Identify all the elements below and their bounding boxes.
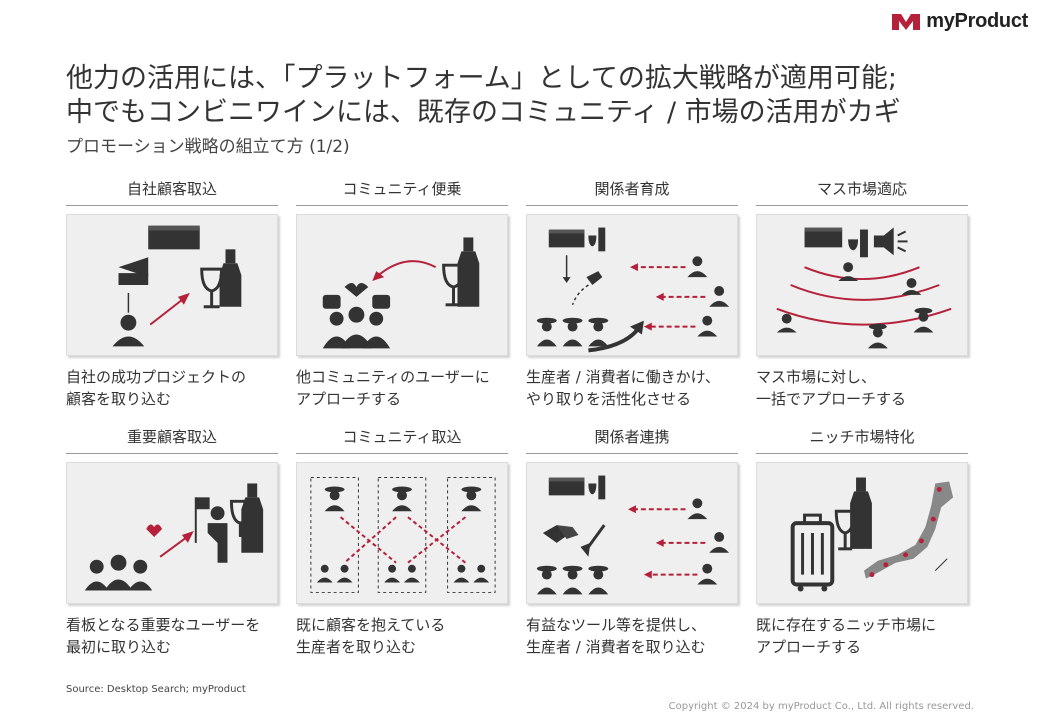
cell-heading: コミュニティ取込 <box>342 428 462 446</box>
divider <box>66 453 278 454</box>
cell-description: 有益なツール等を提供し、 生産者 / 消費者を取り込む <box>526 616 707 656</box>
logo-mark-icon <box>892 13 921 30</box>
cell-heading: 関係者育成 <box>594 180 670 198</box>
cell-heading: 重要顧客取込 <box>126 428 217 446</box>
strategy-cell: 関係者育成 生産者 / 消費者に働きかけ、 やり取りを <box>526 178 738 410</box>
title-line-2: 中でもコンビニワインには、既存のコミュニティ / 市場の活用がカギ <box>66 97 901 128</box>
cell-description: 既に顧客を抱えている 生産者を取り込む <box>296 616 446 656</box>
cell-heading: ニッチ市場特化 <box>809 428 915 446</box>
cell-heading: 関係者連携 <box>594 428 670 446</box>
page-subtitle: プロモーション戦略の組立て方 (1/2) <box>66 137 350 157</box>
source-note: Source: Desktop Search; myProduct <box>66 684 246 695</box>
divider <box>526 453 738 454</box>
strategy-cell: マス市場適応 マス市場に対し、 一括でアプローチする <box>756 178 968 410</box>
divider <box>66 205 278 206</box>
strategy-cell: 自社顧客取込 自社の成功プロジェクトの 顧客を取り込む <box>66 178 278 410</box>
cell-description: 自社の成功プロジェクトの 顧客を取り込む <box>66 368 247 408</box>
cell-heading: コミュニティ便乗 <box>342 180 462 198</box>
own-customers-illustration-icon <box>66 214 278 356</box>
copyright-notice: Copyright © 2024 by myProduct Co., Ltd. … <box>668 701 974 712</box>
community-capture-illustration-icon <box>296 462 508 604</box>
community-piggyback-illustration-icon <box>296 214 508 356</box>
strategy-cell: コミュニティ取込 既に顧客を抱えている 生産者を取り込む <box>296 426 508 658</box>
strategy-cell: コミュニティ便乗 他コミュニティのユーザーに アプローチする <box>296 178 508 410</box>
cell-heading: マス市場適応 <box>816 180 907 198</box>
strategy-cell: 関係者連携 有益なツール等を提供し、 生産者 / 消費者を取り込む <box>526 426 738 658</box>
divider <box>756 205 968 206</box>
cell-description: 他コミュニティのユーザーに アプローチする <box>296 368 490 408</box>
mass-market-illustration-icon <box>756 214 968 356</box>
brand-logo: myProduct <box>892 10 1028 33</box>
divider <box>756 453 968 454</box>
title-line-1: 他力の活用には、「プラットフォーム」としての拡大戦略が適用可能; <box>66 63 897 94</box>
cell-description: 既に存在するニッチ市場に アプローチする <box>756 616 937 656</box>
niche-market-illustration-icon <box>756 462 968 604</box>
strategy-cell: 重要顧客取込 看板となる重要なユーザーを 最初に取り込む <box>66 426 278 658</box>
cell-heading: 自社顧客取込 <box>126 180 217 198</box>
stakeholder-nurture-illustration-icon <box>526 214 738 356</box>
brand-name: myProduct <box>926 10 1028 32</box>
stakeholder-link-illustration-icon <box>526 462 738 604</box>
cell-description: マス市場に対し、 一括でアプローチする <box>756 368 907 408</box>
divider <box>296 205 508 206</box>
strategy-cell: ニッチ市場特化 既に存在するニッチ市場に アプローチする <box>756 426 968 658</box>
cell-description: 看板となる重要なユーザーを 最初に取り込む <box>66 616 261 656</box>
cell-description: 生産者 / 消費者に働きかけ、 やり取りを活性化させる <box>526 368 720 408</box>
divider <box>296 453 508 454</box>
page-title: 他力の活用には、「プラットフォーム」としての拡大戦略が適用可能; 中でもコンビニ… <box>66 62 901 130</box>
key-customer-illustration-icon <box>66 462 278 604</box>
divider <box>526 205 738 206</box>
